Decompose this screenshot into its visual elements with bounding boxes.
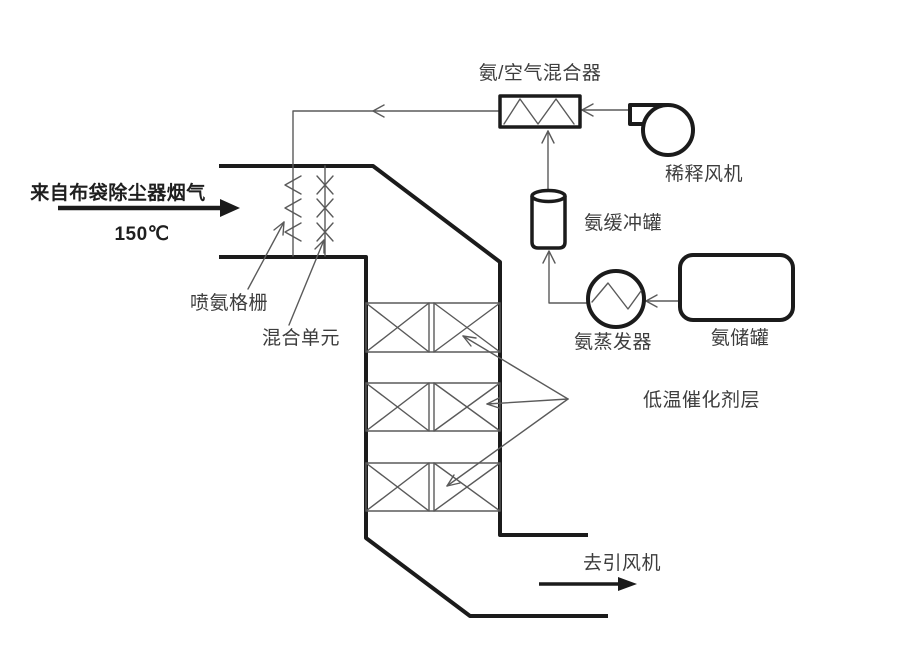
ammonia-supply-pipe (292, 104, 501, 257)
fan-scroll-outlet (628, 103, 668, 126)
duct-upper-wall (219, 164, 588, 537)
fan-to-mixer-pipe (581, 103, 631, 117)
leader-line (486, 398, 569, 405)
evaporator-to-buffer-pipe (542, 250, 593, 304)
catalyst-layer-3 (365, 462, 501, 512)
catalyst-layer-1 (365, 302, 501, 353)
mixing-unit-leader (288, 239, 325, 326)
ammonia-evaporator (586, 269, 646, 329)
catalyst-layer-label: 低温催化剂层 (643, 389, 760, 411)
grid-nozzle-mark (284, 175, 302, 195)
leader-arrowhead (314, 239, 325, 254)
mixing-unit-label: 混合单元 (262, 327, 340, 349)
catalyst-bed-frame (365, 382, 501, 432)
leader-arrowhead (446, 474, 461, 487)
injection-grid-label: 喷氨格栅 (190, 292, 268, 314)
mixing-element-mark (316, 198, 334, 218)
dilution-fan-label: 稀释风机 (665, 163, 743, 185)
evaporator-body (586, 269, 646, 329)
centrifugal-fan-icon (641, 103, 695, 157)
dilution-fan (628, 103, 695, 157)
catalyst-bed-cross (365, 302, 501, 353)
catalyst-bed-cross (365, 382, 501, 432)
ammonia-buffer-tank (530, 188, 567, 250)
cylinder-body (530, 196, 567, 250)
inlet-temperature-label: 150℃ (114, 224, 169, 245)
flue-gas-inlet-label: 来自布袋除尘器烟气 (30, 181, 206, 204)
grid-nozzle-mark (284, 198, 302, 218)
leader-line (462, 335, 569, 400)
buffer-to-mixer-pipe (541, 130, 555, 192)
outlet-label: 去引风机 (583, 552, 661, 574)
catalyst-bed-frame (365, 302, 501, 353)
pipe-mixer-to-duct (292, 110, 501, 257)
static-mixer-zigzag-icon (503, 98, 575, 125)
pipe-flow-arrowhead (372, 104, 385, 118)
evaporator-label: 氨蒸发器 (574, 331, 652, 353)
catalyst-layer-2 (365, 382, 501, 432)
duct-lower-wall (219, 255, 608, 618)
pipe-flow-arrowhead (541, 130, 555, 144)
catalyst-label-leaders (446, 335, 569, 487)
buffer-tank-label: 氨缓冲罐 (584, 212, 662, 234)
storage-tank-body (678, 253, 795, 322)
leader-line (247, 221, 285, 290)
grid-nozzle-mark (284, 222, 302, 242)
ammonia-storage-tank (678, 253, 795, 322)
ammonia-injection-grid (284, 175, 302, 242)
mixing-element-mark (316, 175, 334, 195)
mixing-element-mark (316, 222, 334, 242)
leader-arrowhead (486, 397, 500, 409)
inlet-arrow-head (220, 199, 240, 217)
leader-line (446, 398, 569, 487)
pipe-flow-arrowhead (542, 250, 556, 264)
mixing-unit (316, 165, 334, 257)
injection-grid-leader (247, 221, 285, 290)
flue-gas-inlet-arrow (58, 199, 240, 217)
catalyst-bed-divider (428, 462, 435, 512)
leader-arrowhead (462, 335, 477, 347)
leader-line (288, 239, 325, 326)
pipe (548, 251, 593, 304)
storage-to-evaporator-pipe (645, 294, 681, 308)
storage-tank-label: 氨储罐 (711, 327, 770, 349)
catalyst-bed-divider (428, 382, 435, 432)
catalyst-bed-divider (428, 302, 435, 353)
outlet-arrow-head (618, 577, 637, 591)
ammonia-air-mixer (498, 94, 582, 129)
pipe-flow-arrowhead (581, 103, 594, 117)
catalyst-bed-cross (365, 462, 501, 512)
pipe-flow-arrowhead (645, 294, 658, 308)
cylinder-top (530, 188, 567, 204)
leader-arrowhead (273, 221, 285, 236)
heat-exchanger-zigzag-icon (591, 282, 642, 310)
mixer-label: 氨/空气混合器 (479, 62, 602, 84)
catalyst-bed-frame (365, 462, 501, 512)
outlet-arrow (539, 577, 637, 591)
